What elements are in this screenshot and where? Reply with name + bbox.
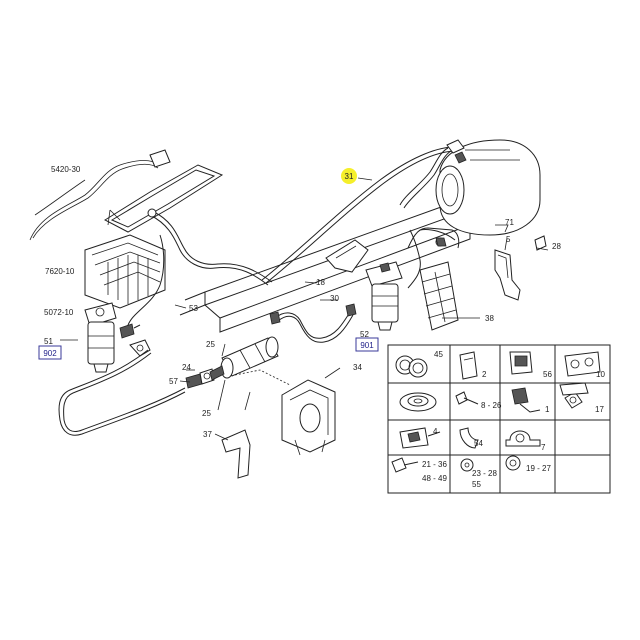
callout-31-highlight bbox=[341, 168, 357, 184]
callout-25-bottom[interactable]: 25 bbox=[202, 409, 211, 418]
kit-label-17[interactable]: 17 bbox=[595, 405, 604, 414]
callout-51[interactable]: 51 bbox=[44, 337, 53, 346]
pump-leader-lines bbox=[234, 369, 291, 411]
callout-902[interactable]: 902 bbox=[43, 349, 57, 358]
callout-5[interactable]: 5 bbox=[506, 235, 511, 244]
pump-bracket-34 bbox=[281, 379, 336, 456]
kit-clamp-2 bbox=[459, 351, 478, 380]
hardware-kit-box bbox=[387, 344, 611, 494]
elbow-fitting-left bbox=[129, 339, 151, 357]
callout-38[interactable]: 38 bbox=[485, 314, 494, 323]
fuel-line-lower bbox=[58, 349, 186, 436]
kit-clip-4 bbox=[399, 427, 441, 449]
callout-31[interactable]: 31 bbox=[345, 172, 354, 181]
callout-57[interactable]: 57 bbox=[169, 377, 178, 386]
hose-30 bbox=[269, 303, 357, 343]
pre-filter-51 bbox=[84, 302, 117, 373]
pipe-71 bbox=[407, 227, 460, 249]
callout-18[interactable]: 18 bbox=[316, 278, 325, 287]
callout-30[interactable]: 30 bbox=[330, 294, 339, 303]
plug-28 bbox=[534, 235, 547, 251]
kit-label-48-49[interactable]: 48 - 49 bbox=[422, 474, 447, 483]
kit-washer-8-26 bbox=[399, 392, 437, 412]
electric-pump-25 bbox=[209, 336, 279, 381]
kit-nut-23-28 bbox=[460, 458, 474, 472]
callout-71[interactable]: 71 bbox=[505, 218, 514, 227]
kit-clip-7-top bbox=[559, 382, 589, 396]
battery-tray bbox=[84, 234, 166, 309]
callout-37[interactable]: 37 bbox=[203, 430, 212, 439]
tank-connectors bbox=[446, 139, 467, 164]
kit-clamp-56 bbox=[509, 351, 533, 375]
kit-clamp-54 bbox=[459, 427, 479, 449]
fuel-tank bbox=[435, 139, 541, 236]
connector-53 bbox=[119, 323, 141, 339]
callout-901[interactable]: 901 bbox=[360, 341, 374, 350]
kit-label-23-28[interactable]: 23 - 28 bbox=[472, 469, 497, 478]
callout-5072-10[interactable]: 5072-10 bbox=[44, 308, 74, 317]
kit-label-7[interactable]: 7 bbox=[541, 443, 546, 452]
fuel-filter-52 bbox=[365, 261, 403, 331]
kit-clip-10 bbox=[564, 351, 601, 377]
support-bracket-18 bbox=[325, 239, 369, 273]
callout-34[interactable]: 34 bbox=[353, 363, 362, 372]
kit-nut-19-27 bbox=[505, 455, 521, 471]
heat-shield-38 bbox=[419, 261, 459, 331]
callout-7620-10[interactable]: 7620-10 bbox=[45, 267, 75, 276]
leader-lines bbox=[60, 177, 549, 441]
kit-bolt-8-26 bbox=[455, 391, 479, 405]
callout-52[interactable]: 52 bbox=[360, 330, 369, 339]
kit-label-19-27[interactable]: 19 - 27 bbox=[526, 464, 551, 473]
callout-5420-30[interactable]: 5420-30 bbox=[51, 165, 81, 174]
callout-24[interactable]: 24 bbox=[182, 363, 191, 372]
fuel-line-long bbox=[261, 146, 456, 289]
kit-label-55[interactable]: 55 bbox=[472, 480, 481, 489]
link-box-902[interactable] bbox=[38, 345, 62, 360]
kit-p-clip-7 bbox=[505, 430, 541, 447]
kit-label-45[interactable]: 45 bbox=[434, 350, 443, 359]
kit-clip-45 bbox=[395, 355, 428, 378]
kit-connector-1 bbox=[511, 387, 541, 413]
callout-28[interactable]: 28 bbox=[552, 242, 561, 251]
bracket-5 bbox=[494, 249, 521, 301]
link-box-901[interactable] bbox=[355, 337, 379, 352]
strap-37 bbox=[221, 429, 251, 479]
kit-label-10[interactable]: 10 bbox=[596, 370, 605, 379]
kit-label-2[interactable]: 2 bbox=[482, 370, 487, 379]
kit-label-56[interactable]: 56 bbox=[543, 370, 552, 379]
frame-bracket bbox=[103, 164, 224, 233]
wiring-harness bbox=[29, 149, 171, 241]
callout-53[interactable]: 53 bbox=[189, 304, 198, 313]
kit-label-4[interactable]: 4 bbox=[433, 427, 438, 436]
kit-bolt-21-36 bbox=[391, 457, 419, 473]
kit-label-54[interactable]: 54 bbox=[474, 439, 483, 448]
kit-label-21-36[interactable]: 21 - 36 bbox=[422, 460, 447, 469]
kit-label-1[interactable]: 1 bbox=[545, 405, 550, 414]
fuel-line-upper-left bbox=[126, 208, 273, 336]
callout-25-top[interactable]: 25 bbox=[206, 340, 215, 349]
kit-label-8-26[interactable]: 8 - 26 bbox=[481, 401, 502, 410]
